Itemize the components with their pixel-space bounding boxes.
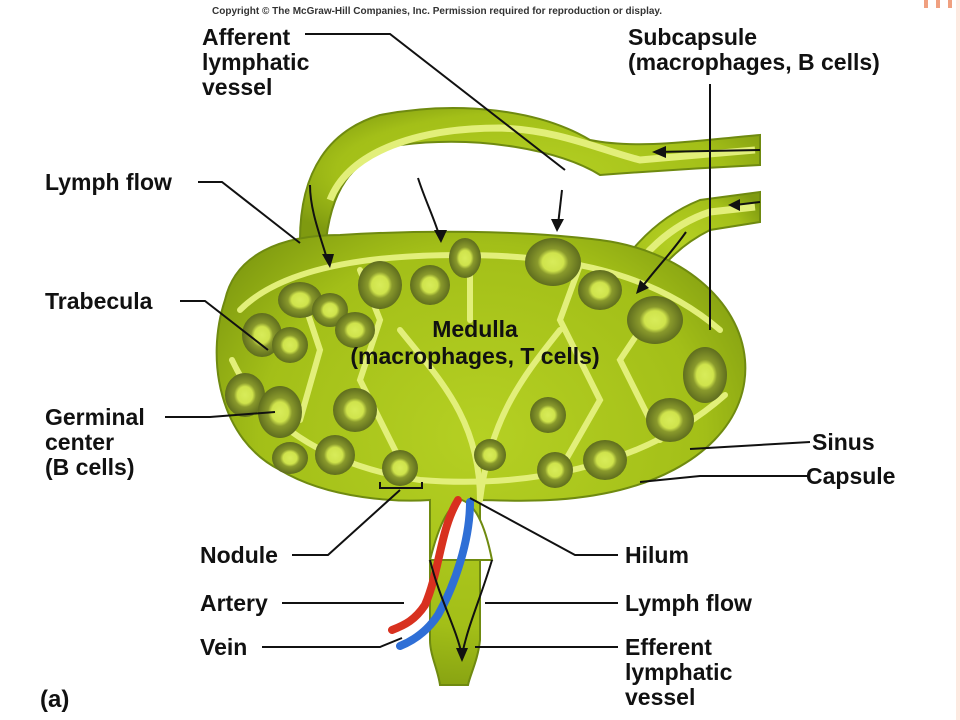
leader-lines [165, 33, 811, 648]
label-line: vessel [625, 684, 696, 710]
label-line: (macrophages, B cells) [628, 49, 880, 75]
label-artery: Artery [200, 590, 268, 616]
label-line: Germinal [45, 404, 145, 430]
label-line: lymphatic [202, 49, 310, 75]
copyright-notice: Copyright © The McGraw-Hill Companies, I… [212, 6, 663, 17]
corner-decoration [920, 0, 960, 8]
panel-label: (a) [40, 686, 70, 713]
artery-vessel [388, 496, 462, 634]
blood-vessels [388, 496, 474, 650]
label-line: Efferent [625, 634, 712, 660]
label-capsule: Capsule [806, 463, 896, 489]
label-trabecula: Trabecula [45, 288, 153, 314]
label-nodule: Nodule [200, 542, 278, 568]
label-sinus: Sinus [812, 429, 875, 455]
label-vein: Vein [200, 634, 248, 660]
label-hilum: Hilum [625, 542, 689, 568]
label-line: Afferent [202, 24, 291, 50]
label-subcapsule: Subcapsule(macrophages, B cells) [628, 25, 880, 75]
vein-vessel [396, 498, 474, 650]
label-line: center [45, 429, 115, 455]
page-edge [956, 0, 960, 720]
label-lymph-flow-bottom: Lymph flow [625, 590, 752, 616]
nodule-bracket [379, 482, 423, 489]
label-line: (B cells) [45, 454, 135, 480]
label-lymph-flow-top: Lymph flow [45, 169, 172, 195]
label-line: Subcapsule [628, 24, 758, 50]
label-line: vessel [202, 74, 273, 100]
arrow-heads [322, 146, 740, 662]
label-line: lymphatic [625, 659, 733, 685]
label-medulla: Medulla(macrophages, T cells) [330, 316, 620, 370]
label-line: Medulla [432, 316, 518, 342]
germinal-follicles [225, 238, 727, 488]
label-line: (macrophages, T cells) [350, 343, 600, 369]
lymph-flow-arrows [309, 149, 761, 656]
